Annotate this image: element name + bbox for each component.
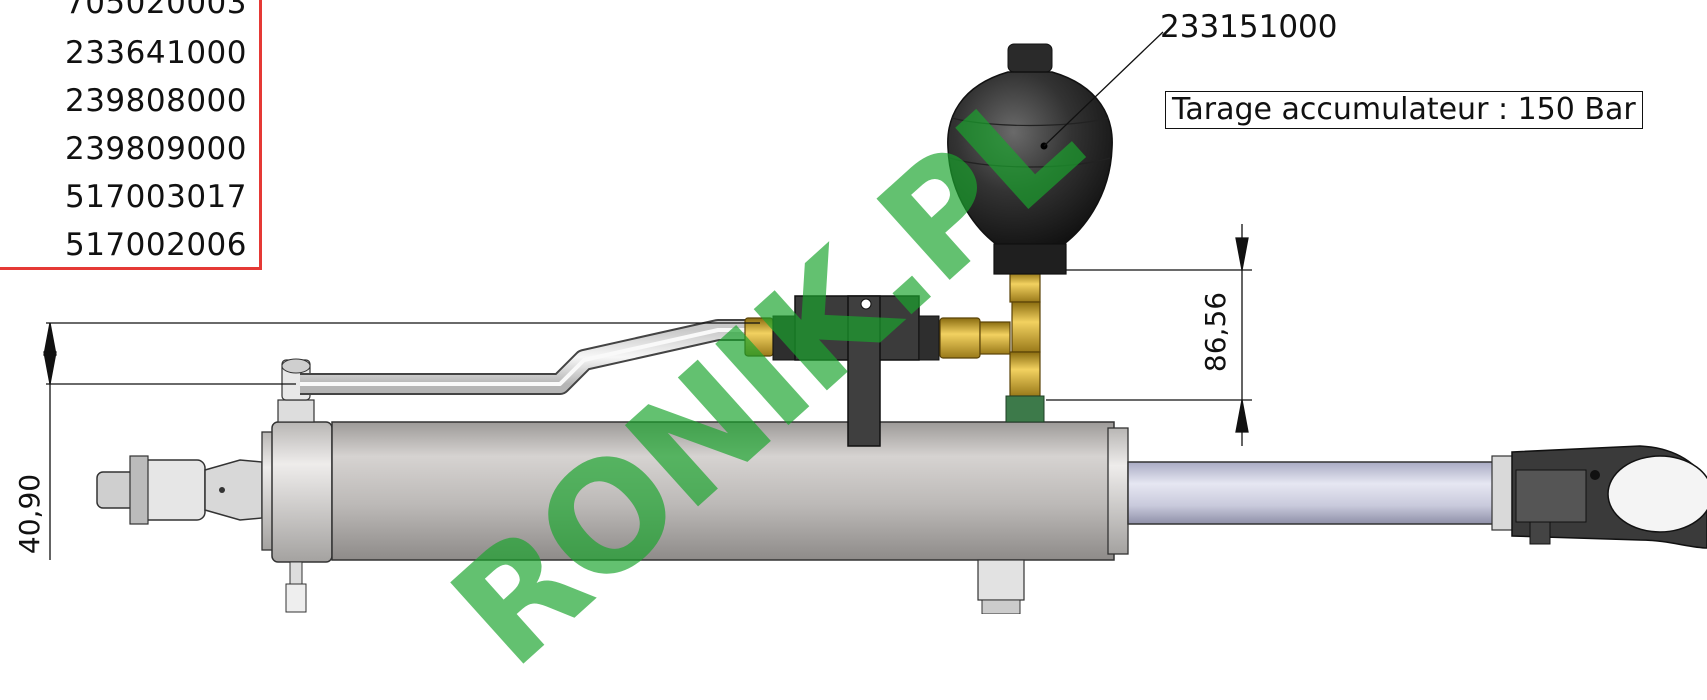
pipe-fitting [744, 317, 774, 357]
right-rod-eye [1511, 445, 1707, 549]
accumulator-part-number: 233151000 [1160, 9, 1338, 45]
dimension-left [43, 322, 760, 560]
left-end-cap [261, 358, 333, 613]
bottom-port [977, 559, 1025, 614]
part-number: 517002006 [64, 227, 247, 263]
part-number: 239809000 [64, 131, 247, 167]
drawing-canvas [43, 31, 1707, 614]
accumulator [947, 43, 1113, 275]
part-number: 233641000 [64, 35, 247, 71]
callout-leader [1043, 31, 1164, 147]
dimension-label-right: 86,56 [1199, 291, 1233, 373]
part-number: 705020003 [64, 0, 247, 21]
cylinder-barrel [331, 421, 1115, 561]
valve-block [772, 295, 940, 447]
parts-list: 705020003 233641000 239808000 239809000 … [0, 0, 262, 270]
dimension-label-left: 40,90 [13, 473, 47, 555]
barrel-right-ring [1107, 427, 1129, 555]
brass-fittings [939, 271, 1045, 423]
left-clevis [96, 455, 263, 525]
accumulator-setting-note: Tarage accumulateur : 150 Bar [1165, 91, 1643, 129]
part-number: 239808000 [64, 83, 247, 119]
dimension-right [1046, 224, 1252, 446]
piston-rod [1127, 461, 1505, 525]
part-number: 517003017 [64, 179, 247, 215]
